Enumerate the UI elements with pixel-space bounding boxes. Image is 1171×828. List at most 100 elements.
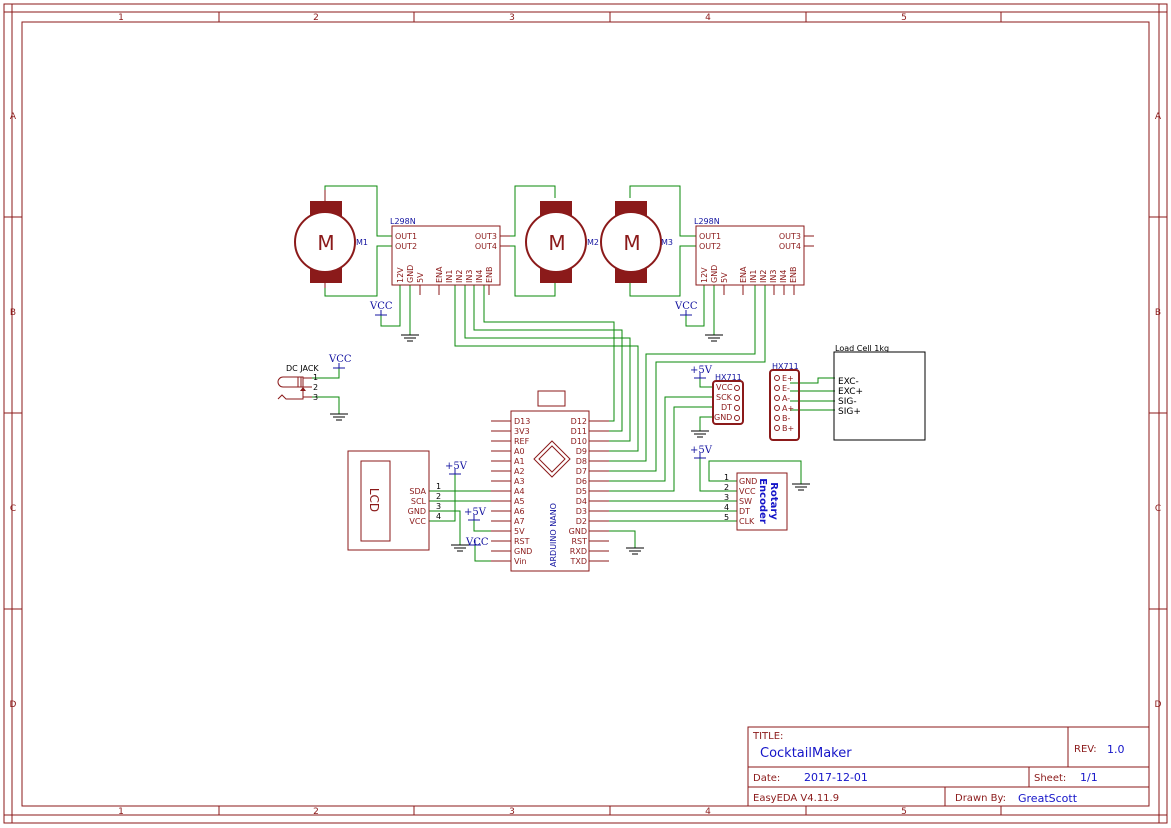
row-label-d: D (10, 700, 17, 710)
hx711-b-pin-hole (774, 385, 780, 391)
driver-2-pin-gnd: GND (710, 265, 719, 283)
p5v-flag-lcd: +5V (445, 461, 468, 475)
arduino-pin-d13-label: D13 (514, 417, 530, 426)
hx711-a-name: HX711 (715, 373, 742, 382)
drawn-by-value: GreatScott (1018, 792, 1078, 805)
title-block: TITLE: CocktailMaker REV: 1.0 Date: 2017… (747, 726, 1150, 807)
svg-text:+5V: +5V (445, 461, 468, 472)
svg-text:+5V: +5V (464, 507, 487, 518)
hx711-b-pin-eplus-label: E+ (782, 374, 794, 383)
encoder-pin-number: 4 (724, 503, 729, 512)
hx711-b-pin-hole (774, 395, 780, 401)
arduino-pin-ref-label: REF (514, 437, 530, 446)
arduino-pin-rxd-label: RXD (570, 547, 587, 556)
l298n-driver-1: L298N OUT1 OUT2 OUT3 OUT4 12V GND 5V ENA… (390, 217, 510, 295)
driver-1-out1: OUT1 (395, 232, 417, 241)
load-cell-pin-exc-plus: EXC+ (838, 387, 863, 397)
arduino-pin-a3-label: A3 (514, 477, 525, 486)
sheet-frame: 1 2 3 4 5 1 2 3 4 5 A B C D A B C D (3, 3, 1168, 824)
p5v-flag-hx711: +5V (690, 365, 713, 379)
load-cell-name: Load Cell 1kg (835, 344, 889, 353)
col-label-4: 4 (705, 13, 711, 23)
motor-m3-symbol: M (623, 231, 640, 255)
driver-1-out4: OUT4 (475, 242, 497, 251)
driver-2-pin-ena: ENA (739, 266, 748, 283)
hx711-b-name: HX711 (772, 362, 799, 371)
driver-1-pin-enb: ENB (485, 266, 494, 283)
load-cell-pin-exc-minus: EXC- (838, 377, 859, 387)
svg-text:VCC: VCC (328, 354, 352, 365)
dc-jack: DC JACK 1 2 3 (277, 364, 319, 402)
date-label: Date: (753, 773, 780, 784)
driver-2-pin-enb: ENB (789, 266, 798, 283)
arduino-pin-d10-label: D10 (571, 437, 587, 446)
driver-1-pin-12v: 12V (396, 267, 405, 283)
arduino-pin-a2-label: A2 (514, 467, 525, 476)
driver-2-bottom-pins: 12V GND 5V ENA IN1 IN2 IN3 IN4 ENB (700, 265, 798, 283)
driver-1-pin-ena: ENA (435, 266, 444, 283)
dc-jack-pin-2: 2 (313, 383, 318, 392)
motor-m2: M M2 (525, 201, 599, 283)
driver-2-pin-12v: 12V (700, 267, 709, 283)
arduino-pin-gnd-label: GND (514, 547, 532, 556)
hx711-amplifier: HX711 VCC SCK DT GND (712, 373, 744, 425)
encoder-pin-dt-label: DT (739, 507, 750, 516)
gnd-icon (401, 334, 419, 342)
driver-1-pin-in4: IN4 (475, 270, 484, 283)
driver-2-pin-5v: 5V (720, 272, 729, 283)
gnd-icon (626, 547, 644, 555)
driver-1-pin-5v: 5V (416, 272, 425, 283)
hx711-b-pin-eminus-label: E- (782, 384, 790, 393)
driver-2-pin-in4: IN4 (779, 270, 788, 283)
arduino-pin-d9-label: D9 (576, 447, 587, 456)
arduino-pin-3v3-label: 3V3 (514, 427, 530, 436)
arduino-pin-d11-label: D11 (571, 427, 587, 436)
col-label-3-bottom: 3 (509, 807, 515, 817)
lcd-pin-number-2: 2 (436, 492, 441, 501)
arduino-pin-txd-label: TXD (569, 557, 587, 566)
lcd-pin-number-1: 1 (436, 482, 441, 491)
hx711-b-pins: E+E-A-A+B-B+ (774, 374, 794, 433)
row-label-d-right: D (1155, 700, 1162, 710)
driver-2-out1: OUT1 (699, 232, 721, 241)
col-label-2-bottom: 2 (313, 807, 319, 817)
arduino-pin-a1-label: A1 (514, 457, 525, 466)
hx711-b-pin-bminus-label: B- (782, 414, 790, 423)
driver-1-pin-in2: IN2 (455, 270, 464, 283)
dc-jack-pin-3: 3 (313, 393, 318, 402)
svg-text:VCC: VCC (369, 301, 393, 312)
lcd-pin-number-4: 4 (436, 512, 441, 521)
wires (312, 185, 835, 562)
encoder-pin-number: 1 (724, 473, 729, 482)
driver-1-out3: OUT3 (475, 232, 497, 241)
arduino-pin-d4-label: D4 (576, 497, 587, 506)
arduino-pin-gnd-label: GND (569, 527, 587, 536)
driver-2-name: L298N (694, 217, 720, 226)
vcc-flag-arduino: VCC (465, 537, 489, 548)
arduino-pin-d3-label: D3 (576, 507, 587, 516)
load-cell-pin-sig-minus: SIG- (838, 397, 857, 407)
rev-value: 1.0 (1107, 743, 1125, 756)
row-label-b: B (10, 308, 16, 318)
motor-m2-label: M2 (587, 238, 599, 247)
encoder-pin-sw-label: SW (739, 497, 752, 506)
svg-text:VCC: VCC (674, 301, 698, 312)
arduino-pin-rst-label: RST (571, 537, 587, 546)
software-version: EasyEDA V4.11.9 (753, 793, 839, 804)
driver-1-pin-gnd: GND (406, 265, 415, 283)
row-label-c: C (10, 504, 16, 514)
drawn-by-label: Drawn By: (955, 793, 1006, 804)
lcd-name: LCD (367, 488, 381, 512)
gnd-icon (705, 334, 723, 342)
driver-2-pin-in1: IN1 (749, 270, 758, 283)
driver-1-out2: OUT2 (395, 242, 417, 251)
hx711-a-pin-dt: DT (721, 403, 732, 412)
gnd-icon (792, 483, 810, 491)
driver-2-out2: OUT2 (699, 242, 721, 251)
arduino-pin-d5-label: D5 (576, 487, 587, 496)
arduino-pin-rst-label: RST (514, 537, 530, 546)
hx711-b-pin-hole (774, 415, 780, 421)
col-label-1: 1 (118, 13, 124, 23)
